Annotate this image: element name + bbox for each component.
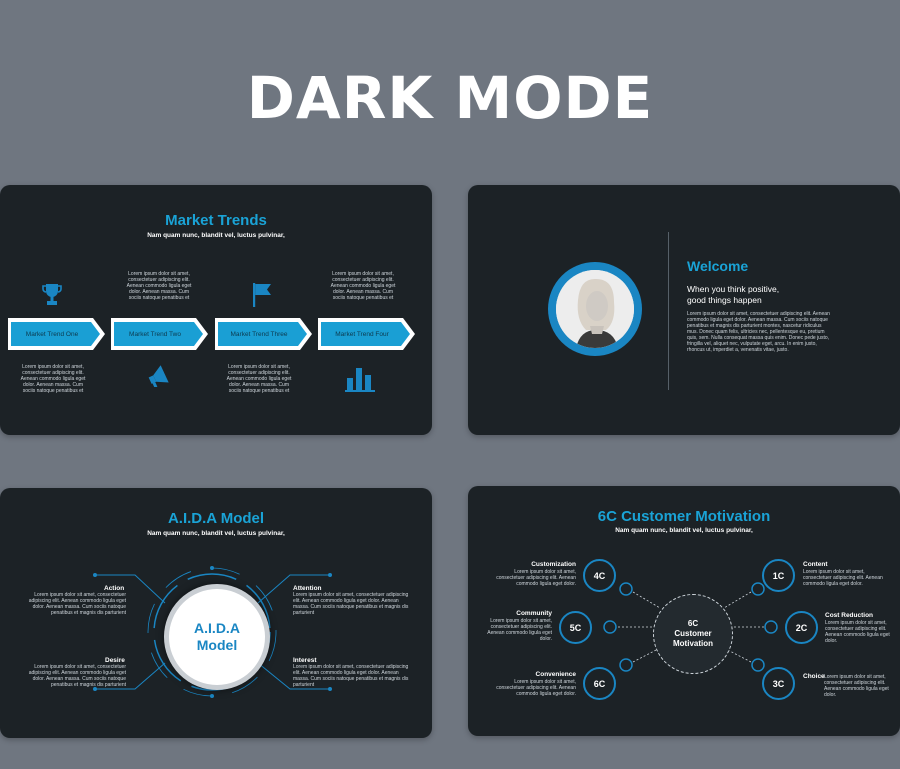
node-2c[interactable]: 2C [785,611,818,644]
node-4c[interactable]: 4C [583,559,616,592]
welcome-body: Lorem ipsum dolor sit amet, consectetuer… [687,311,830,353]
attention-label: Attention [293,585,322,592]
convenience-text: Lorem ipsum dolor sit amet, consectetuer… [496,679,576,697]
market-trend-arrow-2[interactable]: Market Trend Two [110,314,208,354]
market-trend-label: Market Trend One [25,330,79,338]
slide-aida-model[interactable]: A.I.D.A Model Nam quam nunc, blandit vel… [0,488,432,738]
node-5c[interactable]: 5C [559,611,592,644]
choice-label: Choice [803,673,825,680]
aida-center-line-1: A.I.D.A [194,620,240,636]
welcome-title: Welcome [687,258,749,274]
interest-text: Lorem ipsum dolor sit amet, consectetuer… [293,664,409,688]
node-3c[interactable]: 3C [762,667,795,700]
aida-connector-lines [93,566,332,698]
cost-reduction-label: Cost Reduction [825,612,874,619]
trend-one-text: Lorem ipsum dolor sit amet, consectetuer… [20,364,86,394]
community-text: Lorem ipsum dolor sit amet, consectetuer… [487,618,552,642]
aida-center-circle: A.I.D.A Model [164,584,270,690]
welcome-heading-line-1: When you think positive, [687,284,780,294]
hero-title: DARK MODE [246,64,654,132]
slide-title: 6C Customer Motivation [597,508,771,525]
slide-subtitle: Nam quam nunc, blandit vel, luctus pulvi… [147,232,285,239]
action-label: Action [104,585,125,592]
node-1c[interactable]: 1C [762,559,795,592]
trophy-icon [42,284,62,305]
slide-6c-customer-motivation[interactable]: 6C Customer Motivation Nam quam nunc, bl… [468,486,900,736]
content-text: Lorem ipsum dolor sit amet, consectetuer… [803,569,883,587]
customization-text: Lorem ipsum dolor sit amet, consectetuer… [496,569,576,587]
bar-chart-icon [345,368,375,392]
cost-reduction-text: Lorem ipsum dolor sit amet, consectetuer… [825,620,890,644]
desire-label: Desire [105,657,125,664]
vertical-divider [668,232,669,390]
market-trend-label: Market Trend Two [129,330,181,338]
profile-photo [556,270,634,348]
6c-center-line-3: Motivation [673,639,713,648]
node-6c[interactable]: 6C [583,667,616,700]
market-trend-arrow-1[interactable]: Market Trend One [7,314,105,354]
welcome-heading-line-2: good things happen [687,295,762,305]
market-trend-arrow-4[interactable]: Market Trend Four [317,314,415,354]
flag-icon [253,283,271,307]
slide-welcome[interactable]: Welcome When you think positive, good th… [468,185,900,435]
trend-three-text: Lorem ipsum dolor sit amet, consectetuer… [226,364,292,394]
slide-subtitle: Nam quam nunc, blandit vel, luctus pulvi… [147,530,285,537]
megaphone-icon [148,365,169,387]
6c-center-line-1: 6C [687,619,699,628]
profile-photo-frame [548,262,642,356]
trend-four-text: Lorem ipsum dolor sit amet, consectetuer… [330,271,396,301]
market-trend-label: Market Trend Four [335,330,389,338]
choice-text: Lorem ipsum dolor sit amet, consectetuer… [824,674,889,698]
interest-label: Interest [293,657,317,664]
aida-center-line-2: Model [196,637,238,653]
slide-market-trends[interactable]: Market Trends Nam quam nunc, blandit vel… [0,185,432,435]
action-text: Lorem ipsum dolor sit amet, consectetuer… [28,592,126,616]
market-trend-arrow-3[interactable]: Market Trend Three [214,314,312,354]
desire-text: Lorem ipsum dolor sit amet, consectetuer… [28,664,126,688]
slide-title: Market Trends [165,212,267,229]
slide-subtitle: Nam quam nunc, blandit vel, luctus pulvi… [615,527,753,534]
attention-text: Lorem ipsum dolor sit amet, consectetuer… [293,592,409,616]
slide-title: A.I.D.A Model [167,510,265,527]
market-trend-label: Market Trend Three [230,330,288,338]
convenience-label: Convenience [535,671,576,678]
6c-center-node: 6C Customer Motivation [653,594,733,674]
content-label: Content [803,561,828,568]
community-label: Community [516,610,552,617]
customization-label: Customization [531,561,576,568]
6c-center-line-2: Customer [674,629,712,638]
trend-two-text: Lorem ipsum dolor sit amet, consectetuer… [126,271,192,301]
welcome-heading: When you think positive, good things hap… [687,284,779,306]
